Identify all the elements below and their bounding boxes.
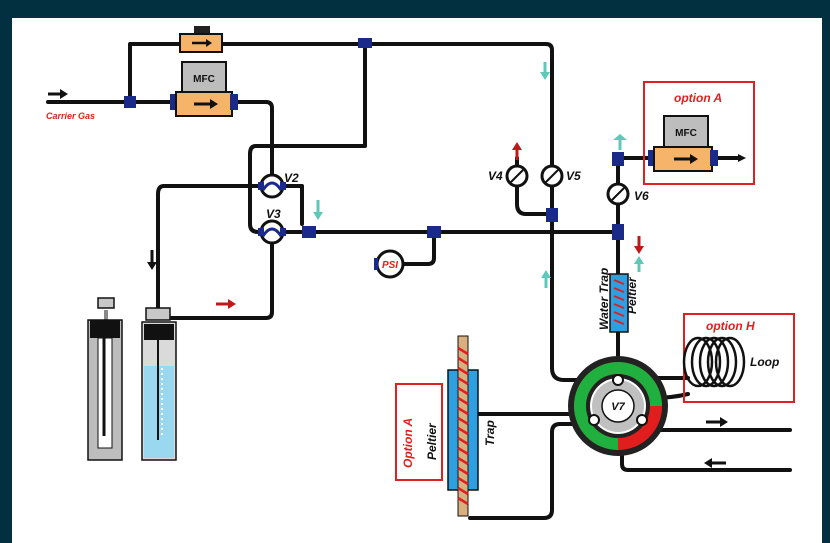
v3-label: V3 (266, 207, 281, 221)
vial-right (141, 307, 177, 461)
tee-fitting (612, 224, 624, 240)
option-a-left-label: Option A (401, 418, 415, 468)
tee-fitting (612, 152, 624, 166)
arrow-down-icon (147, 250, 157, 270)
vial-left (87, 297, 123, 461)
water-trap-label: Water Trap (597, 268, 611, 330)
valve-v5[interactable] (540, 164, 564, 188)
water-trap (609, 273, 629, 333)
trap-label: Trap (483, 420, 497, 446)
option-a-left-box (395, 383, 443, 481)
top-flow-controller (179, 26, 223, 53)
v3-to-vial-pipe (160, 238, 274, 320)
peltier-left-label: Peltier (425, 422, 439, 460)
pressure-gauge-icon: PSI (374, 249, 405, 279)
arrow-up-icon (541, 270, 551, 288)
valve-v6[interactable] (606, 182, 630, 206)
tee-fitting (358, 38, 372, 48)
arrow-right-icon (706, 417, 728, 427)
mfc-device-icon: MFC (124, 61, 238, 117)
loop-label: Loop (750, 355, 779, 369)
arrow-right-icon (738, 154, 746, 162)
v5-label: V5 (566, 169, 581, 183)
arrow-right-icon (206, 39, 212, 47)
v2-to-vial-pipe (156, 184, 266, 312)
v4-label: V4 (488, 169, 503, 183)
bypass-riser-pipe (128, 42, 182, 104)
mfc-device-icon: MFC (648, 115, 718, 172)
option-a-top-label: option A (674, 91, 722, 105)
valve-v4[interactable] (505, 164, 529, 188)
arrow-up-icon (512, 142, 522, 160)
valve-v7[interactable]: V7 (568, 356, 668, 456)
arrow-left-icon (704, 458, 726, 468)
tee-fitting (427, 226, 441, 238)
return-pipe (248, 42, 367, 234)
tee-fitting (302, 226, 316, 238)
flow-diagram: Carrier Gas MFC V2 V3 (46, 26, 795, 520)
v7-label: V7 (611, 401, 625, 413)
psi-label: PSI (382, 260, 398, 271)
arrow-down-icon (313, 200, 323, 220)
arrow-down-icon (634, 236, 644, 254)
option-a-box (643, 81, 755, 185)
top-line-pipe (220, 42, 554, 370)
tee-fitting (546, 208, 558, 222)
psi-branch-pipe (402, 230, 436, 266)
arrow-down-icon (540, 62, 550, 80)
v4-loop-pipe (515, 156, 554, 216)
arrow-up-icon (613, 134, 627, 150)
v2-label: V2 (284, 171, 299, 185)
to-v7-pipe (550, 366, 592, 382)
option-h-label: option H (706, 319, 755, 333)
arrow-up-icon (634, 256, 644, 272)
v7-vent-pipe-2 (620, 436, 792, 472)
mfc-label: MFC (193, 74, 215, 85)
trap-bottom-pipe (468, 422, 586, 520)
coil-loop-icon (682, 336, 746, 388)
mfc-option-label: MFC (675, 128, 697, 139)
valve-v3[interactable] (258, 219, 286, 245)
v6-label: V6 (634, 189, 649, 203)
diagram-canvas: Carrier Gas MFC V2 V3 (12, 18, 822, 543)
arrow-right-icon (48, 89, 68, 99)
arrow-right-icon (216, 299, 236, 309)
v2-right-pipe (278, 184, 304, 226)
valve-v2[interactable] (258, 173, 286, 199)
peltier-small-label: Peltier (625, 276, 639, 314)
trap-column (447, 335, 479, 517)
carrier-gas-label: Carrier Gas (46, 111, 95, 121)
mfc-out-pipe (234, 100, 274, 188)
